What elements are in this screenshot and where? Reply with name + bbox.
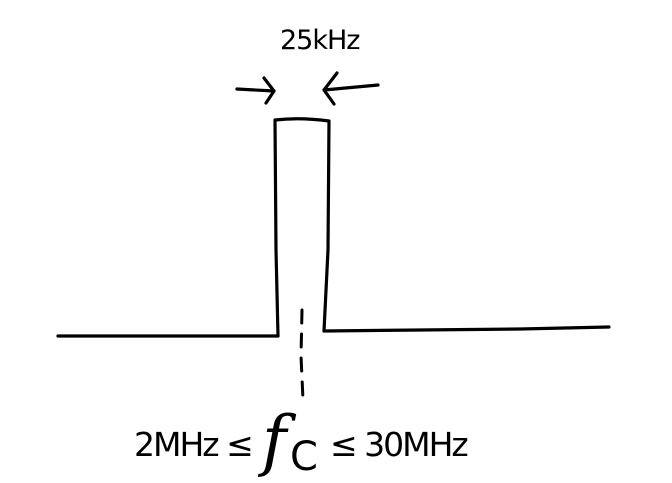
- bandwidth-arrow-left-head: [262, 76, 276, 105]
- channel-pulse: [273, 117, 331, 338]
- bandwidth-arrow-right-head: [322, 71, 339, 106]
- bandwidth-arrow-left: [235, 87, 276, 93]
- center-frequency-marker: [299, 308, 305, 402]
- upper-bound-label: ≤ 30MHz: [330, 425, 467, 464]
- center-frequency-subscript: C: [290, 434, 318, 480]
- lower-bound-label: 2MHz ≤: [134, 425, 252, 464]
- bandwidth-label: 25kHz: [280, 25, 360, 56]
- baseline-right: [322, 325, 611, 333]
- bandwidth-arrow-right: [322, 83, 380, 92]
